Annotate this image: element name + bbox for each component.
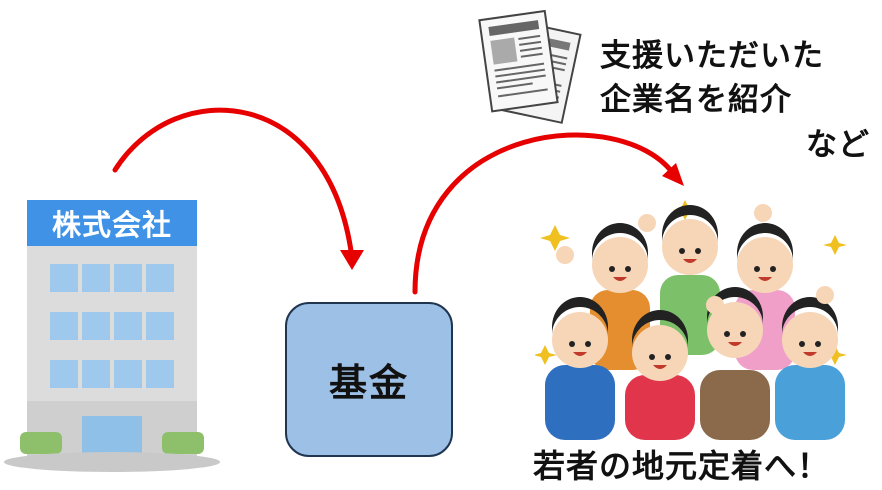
newspaper-caption-line3: など (806, 127, 870, 163)
fund-box: 基金 (285, 302, 453, 457)
company-to-fund-arrow (112, 107, 355, 261)
fund-label: 基金 (328, 361, 409, 405)
fund-to-youth-arrow (412, 132, 675, 295)
cheering-youth-group-icon (535, 200, 847, 440)
youth-caption: 若者の地元定着へ！ (533, 447, 831, 485)
newspaper-icon (478, 9, 582, 124)
newspaper-caption-line2: 企業名を紹介 (600, 82, 792, 118)
company-sign: 株式会社 (27, 200, 197, 246)
newspaper-caption-line1: 支援いただいた (600, 38, 824, 74)
